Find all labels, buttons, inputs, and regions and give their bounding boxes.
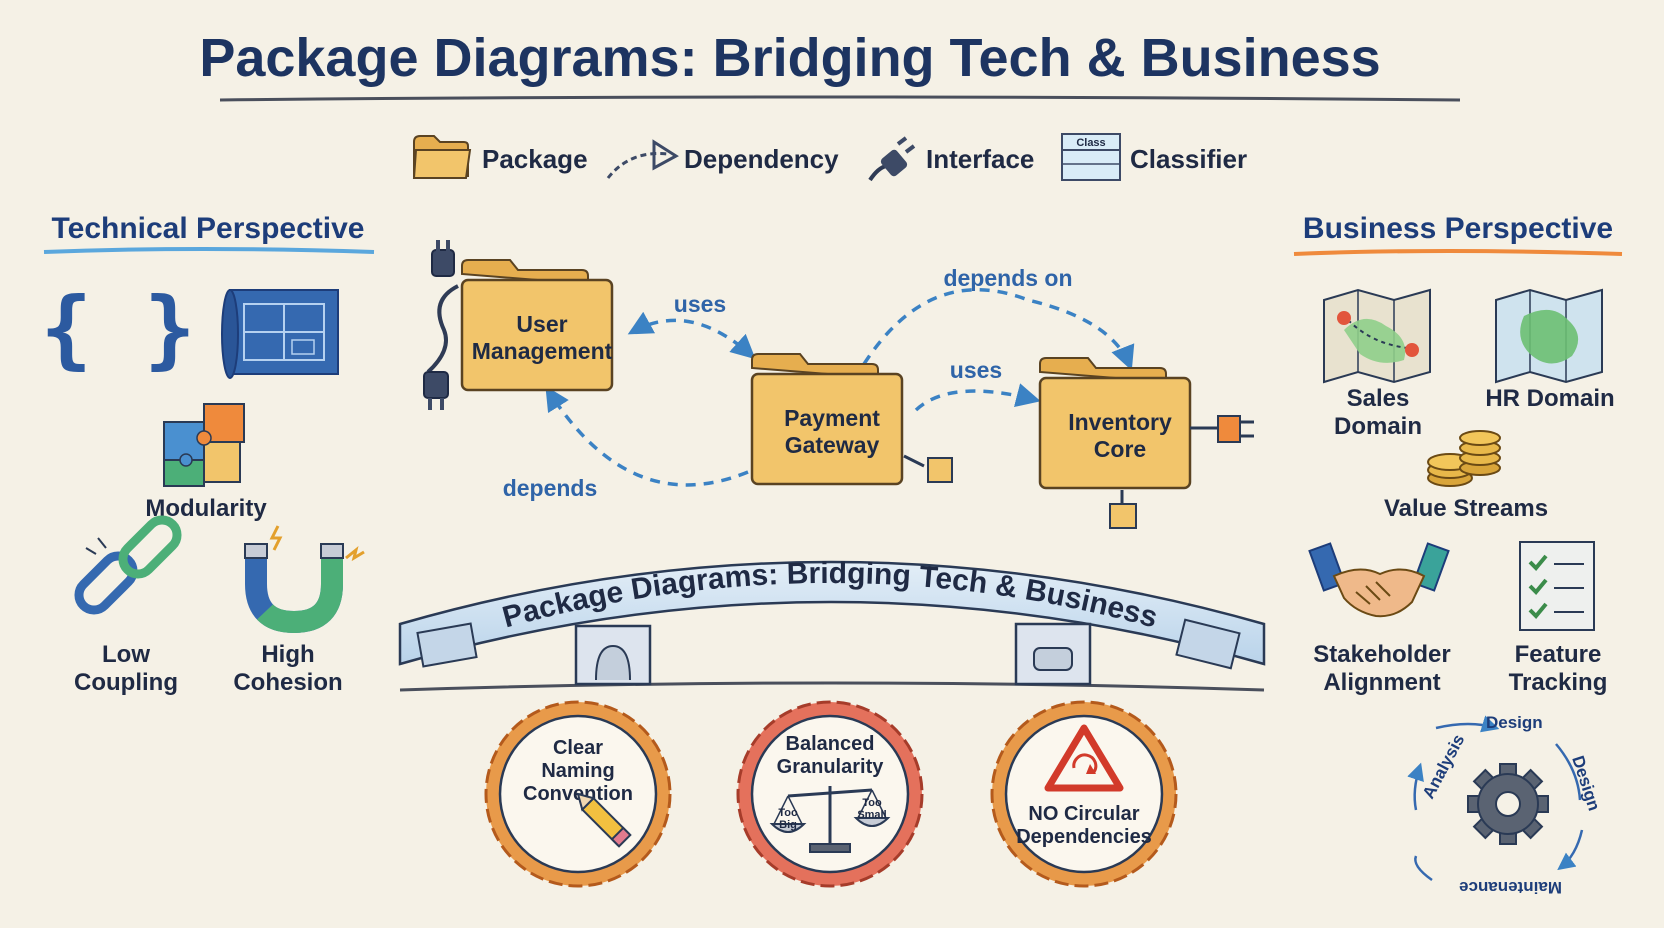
badge-2-line1: Balanced bbox=[786, 733, 875, 755]
class-box-label: Class bbox=[1076, 137, 1105, 149]
cycle-design-label-2: Design bbox=[1568, 753, 1604, 813]
hr-domain-label: HR Domain bbox=[1485, 385, 1614, 412]
bridge-anchor bbox=[1175, 618, 1241, 670]
package-user-management-line2: Management bbox=[472, 338, 613, 364]
package-payment-gateway-line1: Payment bbox=[784, 405, 880, 431]
package-inventory-core-line2: Core bbox=[1094, 436, 1146, 462]
business-underline bbox=[1293, 249, 1623, 256]
edge-uses-payment-to-inventory bbox=[914, 383, 1041, 412]
stakeholder-alignment-label-line2: Alignment bbox=[1323, 669, 1440, 696]
badge-no-circular-dependencies: NO Circular Dependencies bbox=[990, 700, 1178, 888]
port-icon bbox=[903, 454, 953, 483]
bridge: Package Diagrams: Bridging Tech & Busine… bbox=[398, 557, 1266, 692]
business-perspective: Business Perspective Sales Domain HR Dom… bbox=[1293, 212, 1623, 897]
technical-underline bbox=[43, 247, 375, 254]
edge-depends-on-label: depends on bbox=[943, 265, 1072, 291]
value-streams-label: Value Streams bbox=[1384, 495, 1548, 522]
legend-interface-label: Interface bbox=[926, 144, 1034, 174]
high-cohesion-label-line2: Cohesion bbox=[233, 669, 342, 696]
gear-icon bbox=[1467, 763, 1549, 845]
coins-icon bbox=[1427, 430, 1501, 487]
plug-icon bbox=[868, 136, 916, 182]
bridge-deck bbox=[398, 560, 1266, 666]
lifecycle-cycle: Analysis Design Design Maintenance bbox=[1407, 713, 1604, 897]
pencil-icon bbox=[576, 792, 632, 848]
folder-icon bbox=[412, 135, 472, 179]
sales-domain-label-line2: Domain bbox=[1334, 413, 1422, 440]
low-coupling-label-line2: Coupling bbox=[74, 669, 178, 696]
port-icon bbox=[1190, 415, 1254, 443]
package-diagram: uses depends depends on uses User Manage… bbox=[423, 240, 1254, 529]
warning-cycle-icon bbox=[1044, 724, 1124, 792]
legend-classifier-label: Classifier bbox=[1130, 144, 1247, 174]
scale-right-line2: Small bbox=[857, 809, 886, 821]
bridge-anchor bbox=[416, 622, 478, 668]
map-icon bbox=[1495, 288, 1603, 384]
technical-perspective: Technical Perspective { } Modularity bbox=[40, 212, 375, 696]
edge-depends-on bbox=[862, 287, 1135, 371]
edge-uses-user-to-payment bbox=[627, 311, 756, 360]
title-underline bbox=[219, 95, 1461, 102]
cycle-analysis-label: Analysis bbox=[1419, 731, 1469, 802]
edge-uses-label-1: uses bbox=[674, 291, 726, 317]
badge-1-line2: Naming bbox=[541, 760, 614, 782]
blueprint-icon bbox=[221, 289, 339, 379]
legend-package-label: Package bbox=[482, 144, 588, 174]
package-inventory-core[interactable]: Inventory Core bbox=[1038, 356, 1192, 490]
high-cohesion-label-line1: High bbox=[261, 641, 314, 668]
handshake-icon bbox=[1308, 542, 1450, 618]
edge-uses-label-2: uses bbox=[950, 357, 1002, 383]
business-heading: Business Perspective bbox=[1303, 212, 1613, 245]
sales-domain-label-line1: Sales bbox=[1347, 385, 1410, 412]
class-box-icon: Class bbox=[1061, 133, 1121, 181]
scale-left-line1: Too bbox=[778, 807, 798, 819]
legend: Package Dependency Interface Class Class… bbox=[412, 133, 1247, 182]
package-inventory-core-line1: Inventory bbox=[1068, 409, 1172, 435]
page-title: Package Diagrams: Bridging Tech & Busine… bbox=[199, 28, 1380, 88]
port-icon bbox=[1109, 490, 1137, 529]
map-icon bbox=[1323, 288, 1431, 384]
curly-braces-icon: { } bbox=[40, 279, 195, 379]
badge-1-line1: Clear bbox=[553, 737, 603, 759]
badge-2-line2: Granularity bbox=[777, 756, 885, 778]
magnet-icon bbox=[244, 525, 365, 634]
badge-3-line2: Dependencies bbox=[1016, 826, 1152, 848]
feature-tracking-label-line2: Tracking bbox=[1509, 669, 1608, 696]
scale-left-line2: Big bbox=[779, 819, 797, 831]
legend-dependency-label: Dependency bbox=[684, 144, 839, 174]
badge-3-line1: NO Circular bbox=[1028, 803, 1139, 825]
package-user-management-line1: User bbox=[516, 311, 567, 337]
puzzle-icon bbox=[163, 403, 245, 487]
badge-clear-naming: Clear Naming Convention bbox=[484, 700, 672, 888]
svg-text:{ }: { } bbox=[40, 279, 195, 379]
low-coupling-label-line1: Low bbox=[102, 641, 150, 668]
dashed-arrow-icon bbox=[606, 139, 679, 179]
scale-right-line1: Too bbox=[862, 797, 882, 809]
checklist-icon bbox=[1519, 541, 1595, 631]
plug-icon bbox=[423, 240, 459, 410]
scale-icon: Too Big Too Small bbox=[769, 786, 891, 853]
package-payment-gateway-line2: Gateway bbox=[785, 432, 880, 458]
feature-tracking-label-line1: Feature bbox=[1515, 641, 1602, 668]
stakeholder-alignment-label-line1: Stakeholder bbox=[1313, 641, 1450, 668]
technical-heading: Technical Perspective bbox=[52, 212, 365, 245]
edge-depends-label: depends bbox=[503, 475, 598, 501]
badge-balanced-granularity: Balanced Granularity Too Big Too Small bbox=[736, 700, 924, 888]
edge-depends-payment-to-user bbox=[545, 385, 749, 487]
cycle-maintenance-label: Maintenance bbox=[1459, 878, 1562, 897]
chain-link-icon bbox=[74, 515, 182, 615]
cycle-design-label: Design bbox=[1486, 713, 1543, 732]
package-payment-gateway[interactable]: Payment Gateway bbox=[750, 352, 904, 486]
package-user-management[interactable]: User Management bbox=[460, 258, 614, 392]
